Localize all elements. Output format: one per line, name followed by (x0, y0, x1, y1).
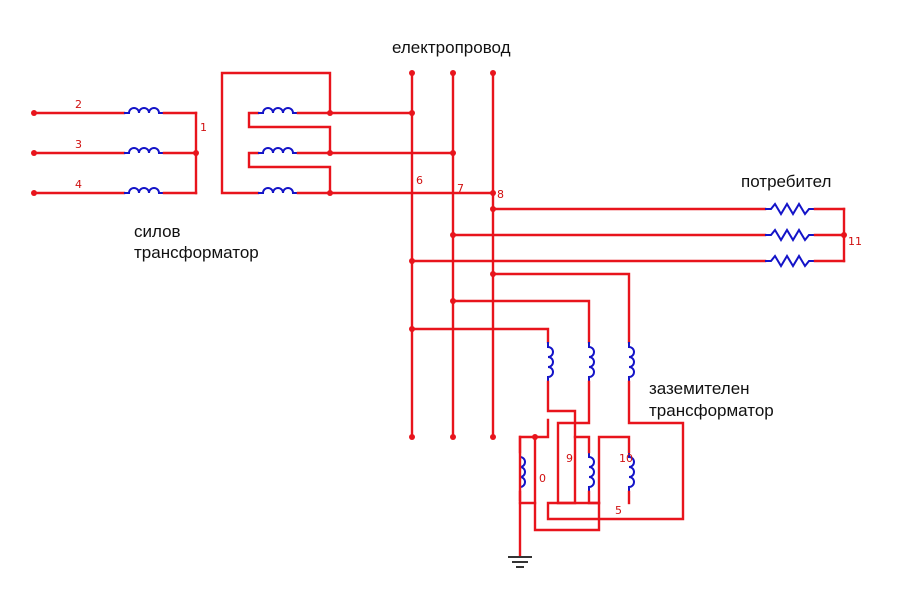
grounding-secondary-coil-b (588, 451, 595, 493)
power-transformer-label-line1: силов (134, 222, 181, 241)
primary-coil-a (123, 107, 165, 114)
power-line-conductors (409, 70, 496, 440)
grounding-primary-coil-b (588, 341, 595, 383)
consumer-label: потребител (741, 172, 831, 191)
grounding-primary-coil-c (628, 341, 635, 383)
power-transformer-secondary (220, 71, 495, 196)
grounding-transformer (409, 271, 685, 558)
load-resistor-a (764, 203, 816, 215)
star-point-1 (193, 150, 199, 156)
load-resistor-b (764, 229, 816, 241)
star-point-11 (841, 232, 847, 238)
node-label-0: 0 (539, 472, 546, 485)
primary-coil-c (123, 187, 165, 194)
node-label-1: 1 (200, 121, 207, 134)
node-label-5: 5 (615, 504, 622, 517)
node-label-8: 8 (497, 188, 504, 201)
secondary-coil-c (257, 187, 299, 194)
primary-coil-b (123, 147, 165, 154)
grounding-primary-coil-a (547, 341, 554, 383)
node-label-9: 9 (566, 452, 573, 465)
secondary-coil-b (257, 147, 299, 154)
node-label-4: 4 (75, 178, 82, 191)
node-label-11: 11 (848, 235, 862, 248)
node-label-3: 3 (75, 138, 82, 151)
power-line-label: електропровод (392, 38, 511, 57)
secondary-coil-a (257, 107, 299, 114)
grounding-transformer-label-line2: трансформатор (649, 401, 774, 420)
ground-icon (508, 556, 532, 568)
node-label-10: 10 (619, 452, 633, 465)
power-transformer-label-line2: трансформатор (134, 243, 259, 262)
load-resistor-c (764, 255, 816, 267)
node-label-6: 6 (416, 174, 423, 187)
consumer-load (409, 203, 847, 267)
node-label-2: 2 (75, 98, 82, 111)
grounding-transformer-label-line1: заземителен (649, 379, 750, 398)
node-label-7: 7 (457, 182, 464, 195)
power-transformer-primary (31, 107, 199, 196)
